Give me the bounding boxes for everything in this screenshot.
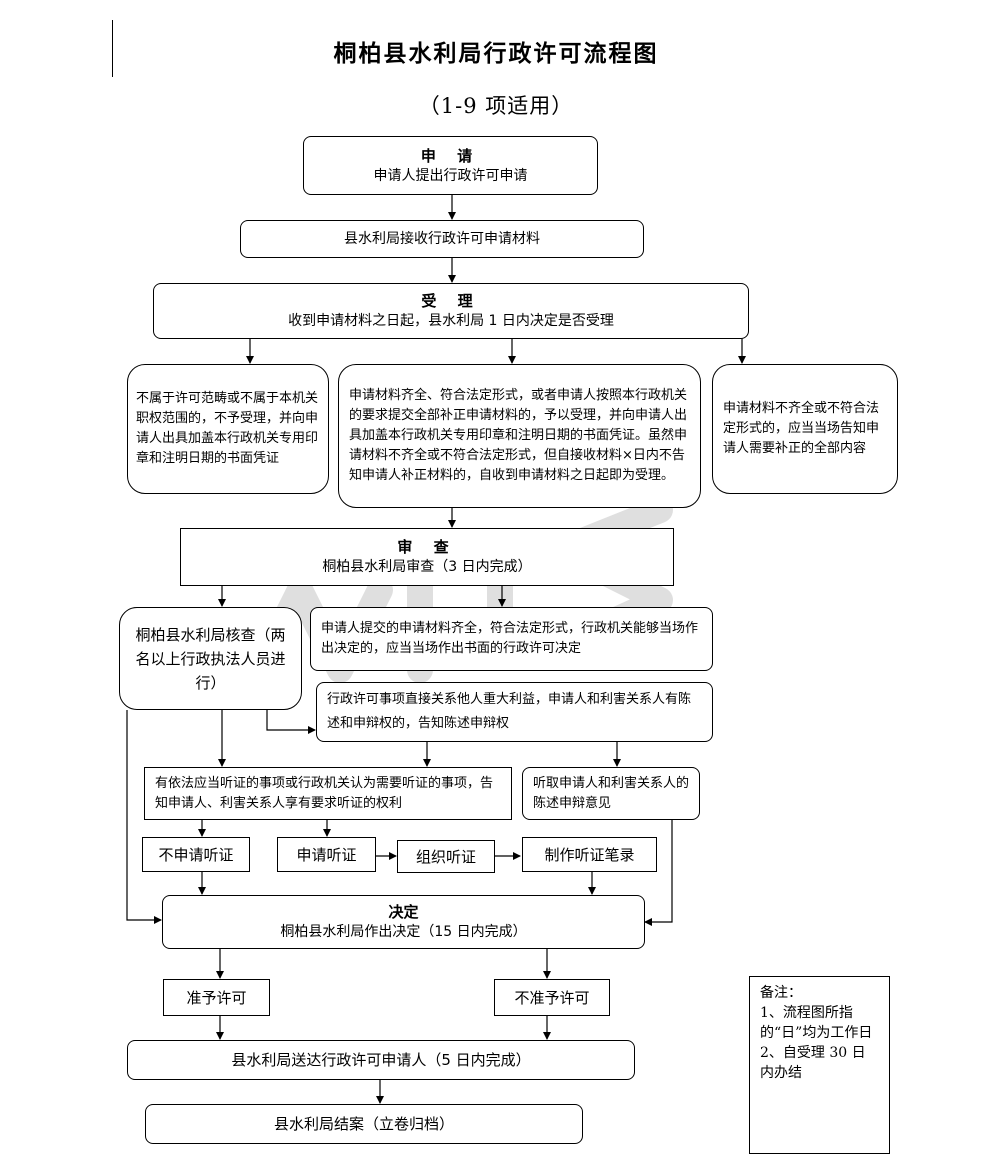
margin-rule bbox=[112, 20, 113, 77]
accepted-text: 申请材料齐全、符合法定形式，或者申请人按照本行政机关的要求提交全部补正申请材料的… bbox=[349, 388, 688, 483]
accepted-box: 申请材料齐全、符合法定形式，或者申请人按照本行政机关的要求提交全部补正申请材料的… bbox=[338, 364, 701, 508]
apply-head: 申 请 bbox=[420, 146, 481, 165]
hearing-notice-box: 有依法应当听证的事项或行政机关认为需要听证的事项，告知申请人、利害关系人享有要求… bbox=[144, 767, 512, 820]
deny-box: 不准予许可 bbox=[494, 979, 610, 1016]
grant-text: 准予许可 bbox=[186, 988, 247, 1007]
listen-text: 听取申请人和利害关系人的陈述申辩意见 bbox=[533, 775, 690, 811]
apply-text: 申请人提出行政许可申请 bbox=[373, 167, 528, 184]
review-box: 审 查 桐柏县水利局审查（3 日内完成） bbox=[180, 528, 674, 586]
accept-box: 受 理 收到申请材料之日起，县水利局 1 日内决定是否受理 bbox=[153, 283, 749, 339]
not-in-scope-box: 不属于许可范畴或不属于本机关职权范围的，不予受理，并向申请人出具加盖本行政机关专… bbox=[127, 364, 329, 494]
arrow-verify-interest bbox=[266, 710, 316, 734]
accept-text: 收到申请材料之日起，县水利局 1 日内决定是否受理 bbox=[288, 313, 614, 329]
deliver-text: 县水利局送达行政许可申请人（5 日内完成） bbox=[231, 1051, 531, 1069]
review-head: 审 查 bbox=[397, 538, 457, 556]
organize-hearing-text: 组织听证 bbox=[415, 847, 476, 866]
hearing-notice-text: 有依法应当听证的事项或行政机关认为需要听证的事项，告知申请人、利害关系人享有要求… bbox=[155, 775, 494, 811]
request-hearing-box: 申请听证 bbox=[277, 837, 376, 872]
on-spot-box: 申请人提交的申请材料齐全，符合法定形式，行政机关能够当场作出决定的，应当当场作出… bbox=[310, 607, 713, 671]
deny-text: 不准予许可 bbox=[514, 988, 590, 1007]
no-hearing-box: 不申请听证 bbox=[142, 837, 250, 872]
note-head: 备注： bbox=[760, 985, 802, 1001]
decision-text: 桐柏县水利局作出决定（15 日内完成） bbox=[280, 924, 527, 940]
page-subtitle: （1-9 项适用） bbox=[418, 94, 574, 118]
hearing-record-text: 制作听证笔录 bbox=[544, 845, 635, 864]
request-hearing-text: 申请听证 bbox=[296, 845, 357, 864]
note-line2: 2、自受理 30 日内办结 bbox=[760, 1045, 866, 1081]
organize-hearing-box: 组织听证 bbox=[397, 840, 495, 873]
decision-head: 决定 bbox=[388, 903, 419, 921]
close-text: 县水利局结案（立卷归档） bbox=[273, 1115, 454, 1133]
listen-box: 听取申请人和利害关系人的陈述申辩意见 bbox=[522, 767, 700, 820]
incomplete-text: 申请材料不齐全或不符合法定形式的，应当当场告知申请人需要补正的全部内容 bbox=[723, 401, 880, 456]
on-spot-text: 申请人提交的申请材料齐全，符合法定形式，行政机关能够当场作出决定的，应当当场作出… bbox=[321, 621, 699, 656]
page-title: 桐柏县水利局行政许可流程图 bbox=[333, 40, 659, 67]
hearing-record-box: 制作听证笔录 bbox=[522, 837, 657, 872]
incomplete-box: 申请材料不齐全或不符合法定形式的，应当当场告知申请人需要补正的全部内容 bbox=[712, 364, 898, 494]
note-box: 备注： 1、流程图所指的“日”均为工作日 2、自受理 30 日内办结 bbox=[749, 976, 890, 1154]
close-box: 县水利局结案（立卷归档） bbox=[145, 1104, 583, 1144]
note-line1: 1、流程图所指的“日”均为工作日 bbox=[760, 1005, 873, 1041]
not-in-scope-text: 不属于许可范畴或不属于本机关职权范围的，不予受理，并向申请人出具加盖本行政机关专… bbox=[136, 391, 319, 466]
deliver-box: 县水利局送达行政许可申请人（5 日内完成） bbox=[127, 1040, 635, 1080]
review-text: 桐柏县水利局审查（3 日内完成） bbox=[322, 559, 532, 575]
receive-text: 县水利局接收行政许可申请材料 bbox=[344, 231, 540, 247]
apply-box: 申 请 申请人提出行政许可申请 bbox=[303, 136, 598, 195]
decision-box: 决定 桐柏县水利局作出决定（15 日内完成） bbox=[162, 895, 645, 949]
interest-text: 行政许可事项直接关系他人重大利益，申请人和利害关系人有陈述和申辩权的，告知陈述申… bbox=[327, 692, 692, 731]
no-hearing-text: 不申请听证 bbox=[158, 845, 234, 864]
verify-text: 桐柏县水利局核查（两名以上行政执法人员进行） bbox=[135, 625, 286, 692]
receive-box: 县水利局接收行政许可申请材料 bbox=[240, 220, 644, 258]
grant-box: 准予许可 bbox=[163, 979, 270, 1016]
interest-box: 行政许可事项直接关系他人重大利益，申请人和利害关系人有陈述和申辩权的，告知陈述申… bbox=[316, 682, 713, 742]
accept-head: 受 理 bbox=[421, 292, 481, 310]
verify-box: 桐柏县水利局核查（两名以上行政执法人员进行） bbox=[119, 607, 302, 710]
